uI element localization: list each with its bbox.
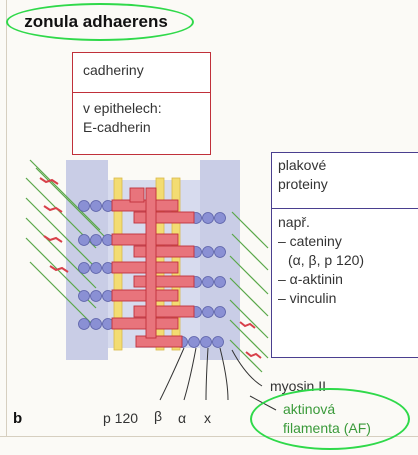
label-beta: β xyxy=(154,408,162,424)
label-alpha: α xyxy=(178,410,186,426)
cadherin-epithelia-label: v epithelech: xyxy=(83,99,210,118)
label-actin-line1: aktinová xyxy=(283,400,371,419)
plaque-intro: např. xyxy=(278,213,418,232)
cadherin-box-body: v epithelech: E-cadherin xyxy=(73,93,210,137)
label-actin-line2: filamenta (AF) xyxy=(283,419,371,438)
cadherin-box-header: cadheriny xyxy=(73,53,210,93)
plaque-head-line1: plakové xyxy=(278,156,418,175)
label-actin-filaments: aktinová filamenta (AF) xyxy=(283,400,371,438)
panel-letter: b xyxy=(13,410,22,427)
plaque-item-actinin: – α-aktinin xyxy=(278,270,418,289)
plaque-box-header: plakové proteiny xyxy=(272,153,418,209)
cadherin-label: cadheriny xyxy=(83,61,210,80)
plaque-panel-left xyxy=(66,160,108,360)
e-cadherin-label: E-cadherin xyxy=(83,118,210,137)
plaque-item-catenins-detail: (α, β, p 120) xyxy=(278,251,418,270)
plaque-head-line2: proteiny xyxy=(278,175,418,194)
myosin-left xyxy=(40,178,68,272)
label-x: x xyxy=(204,410,211,426)
plaque-proteins-box: plakové proteiny např. – cateniny (α, β,… xyxy=(271,152,418,358)
plaque-item-vinculin: – vinculin xyxy=(278,289,418,308)
cadherin-box: cadheriny v epithelech: E-cadherin xyxy=(72,52,211,155)
label-p120: p 120 xyxy=(103,410,138,426)
plaque-box-body: např. – cateniny (α, β, p 120) – α-aktin… xyxy=(272,209,418,308)
plaque-item-catenins: – cateniny xyxy=(278,232,418,251)
